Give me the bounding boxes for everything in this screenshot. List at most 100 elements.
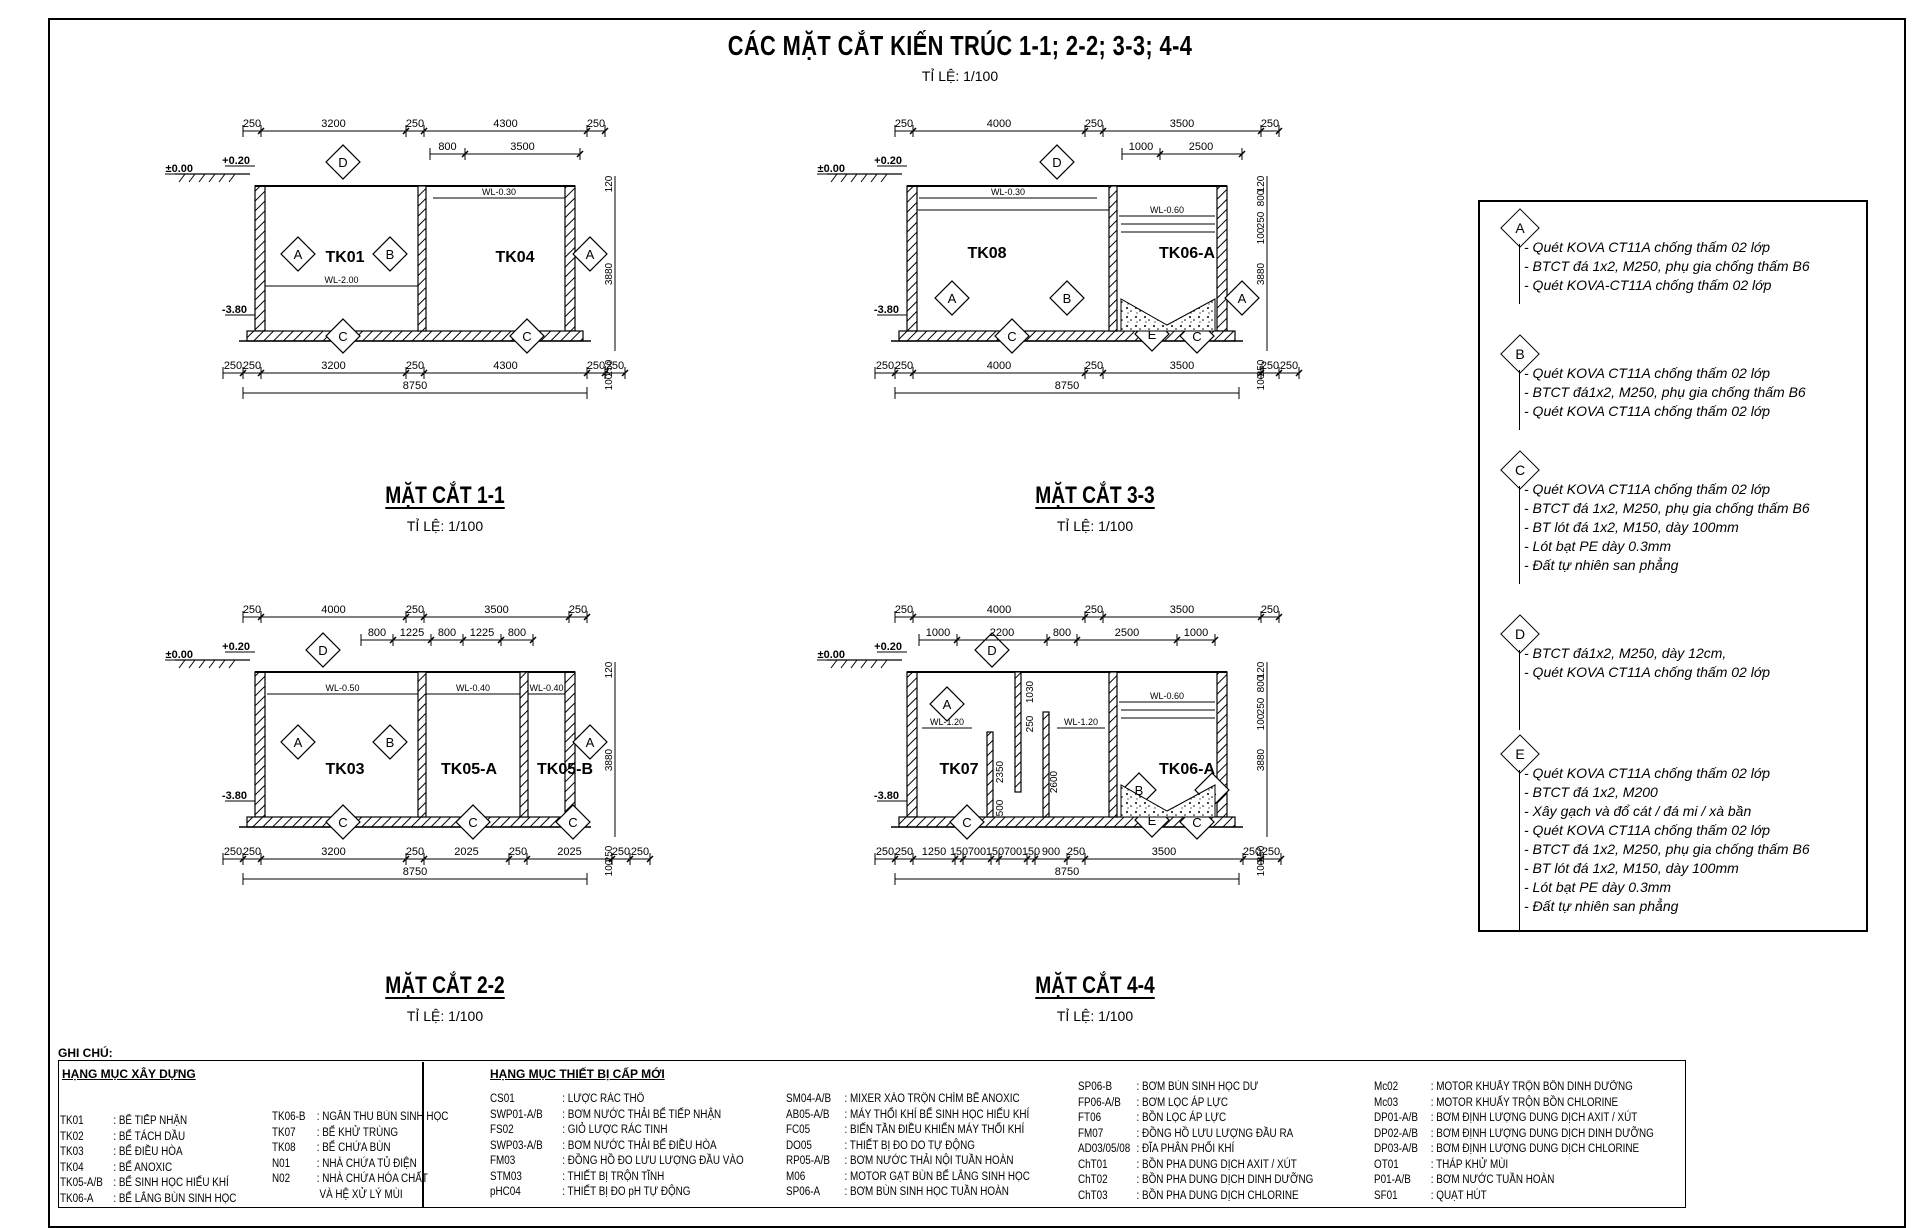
marker-letter: B bbox=[386, 735, 395, 750]
construction-item: TK08: BỂ CHỨA BÙN bbox=[272, 1142, 391, 1154]
level-label: -3.80 bbox=[874, 304, 899, 316]
equipment-item: CS01: LƯỢC RÁC THÔ bbox=[490, 1093, 645, 1105]
dimension-label: 100 bbox=[604, 373, 615, 390]
dimension-tick bbox=[583, 127, 591, 135]
dimension-label: 800 bbox=[1256, 189, 1267, 206]
material-marker-b: B bbox=[372, 236, 408, 272]
dimension-label: 250 bbox=[604, 845, 615, 862]
ground-hatch bbox=[208, 173, 216, 183]
material-marker-a: A bbox=[280, 724, 316, 760]
dimension-label: 250 bbox=[876, 360, 894, 372]
material-marker-c: C bbox=[455, 804, 491, 840]
dimension-tick bbox=[402, 855, 410, 863]
dimension-label: 3500 bbox=[1170, 604, 1194, 616]
dimension-tick bbox=[565, 613, 573, 621]
dimension-tick bbox=[420, 855, 428, 863]
construction-item: VÀ HỆ XỬ LÝ MÙI bbox=[316, 1188, 403, 1201]
ground-hatch bbox=[860, 173, 868, 183]
section-scale-1-1: TỈ LỆ: 1/100 bbox=[406, 518, 484, 534]
level-label: ±0.00 bbox=[166, 649, 193, 661]
dimension-label: 100 bbox=[1256, 373, 1267, 390]
ground-hatch bbox=[188, 173, 196, 183]
dimension-tick bbox=[951, 855, 959, 863]
equipment-item: DO05: THIẾT BỊ ĐO DO TỰ ĐỘNG bbox=[786, 1139, 975, 1152]
dimension-tick bbox=[505, 855, 513, 863]
level-label: -3.80 bbox=[222, 304, 247, 316]
dimension-tick bbox=[1081, 855, 1089, 863]
dimension-tick bbox=[1099, 613, 1107, 621]
dimension-label: 250 bbox=[1261, 360, 1279, 372]
dimension-label: 250 bbox=[406, 604, 424, 616]
dimension-label: 700 bbox=[1004, 846, 1022, 858]
outer-wall bbox=[254, 185, 266, 332]
dimension-tick bbox=[1081, 613, 1089, 621]
equipment-item: STM03: THIẾT BỊ TRỘN TĨNH bbox=[490, 1170, 665, 1183]
dimension-label: 250 bbox=[1261, 118, 1279, 130]
dimension-label: 250 bbox=[1280, 360, 1298, 372]
dimension-tick bbox=[461, 150, 469, 158]
ground-hatch bbox=[880, 173, 888, 183]
dimension-tick bbox=[1238, 150, 1246, 158]
equipment-item: SWP03-A/B: BƠM NƯỚC THẢI BỂ ĐIỀU HÒA bbox=[490, 1139, 717, 1152]
marker-letter: C bbox=[1007, 329, 1016, 344]
dimension-tick bbox=[402, 613, 410, 621]
equipment-heading: HẠNG MỤC THIẾT BỊ CẤP MỚI bbox=[490, 1067, 665, 1081]
equipment-item: Mc02: MOTOR KHUẤY TRỘN BỒN DINH DƯỠNG bbox=[1374, 1081, 1633, 1093]
ground-hatch bbox=[228, 173, 236, 183]
dimension-label: 1000 bbox=[926, 627, 950, 639]
dimension-label: 250 bbox=[876, 846, 894, 858]
ground-hatch bbox=[880, 659, 888, 669]
dimension-label: 800 bbox=[368, 627, 386, 639]
dimension-tick bbox=[646, 855, 654, 863]
dimension-tick bbox=[1031, 855, 1039, 863]
dimension-label: 2025 bbox=[557, 846, 581, 858]
equipment-item: Mc03: MOTOR KHUẤY TRỘN BỒN CHLORINE bbox=[1374, 1096, 1619, 1109]
material-marker-b: B bbox=[1049, 280, 1085, 316]
dimension-label: 3500 bbox=[484, 604, 508, 616]
marker-letter: A bbox=[294, 735, 303, 750]
tank-label: TK08 bbox=[967, 245, 1006, 262]
equipment-item: ChT01: BỒN PHA DUNG DỊCH AXIT / XÚT bbox=[1078, 1158, 1297, 1171]
dimension-tick bbox=[626, 855, 634, 863]
dimension-label: 250 bbox=[587, 118, 605, 130]
dimension-tick bbox=[1156, 150, 1164, 158]
dimension-label: 800 bbox=[1256, 675, 1267, 692]
dimension-label: 150 bbox=[986, 846, 1004, 858]
ground-hatch bbox=[178, 659, 186, 669]
legend-items-d: - BTCT đá1x2, M250, dày 12cm,- Quét KOVA… bbox=[1524, 645, 1771, 680]
equipment-item: OT01: THÁP KHỬ MÙI bbox=[1374, 1158, 1509, 1171]
dimension-label: 2500 bbox=[1115, 627, 1139, 639]
dimension-label: 2200 bbox=[990, 627, 1014, 639]
marker-letter: C bbox=[468, 815, 477, 830]
dimension-tick bbox=[1081, 127, 1089, 135]
dimension-tick bbox=[995, 855, 1003, 863]
construction-item: TK05-A/B: BỂ SINH HỌC HIẾU KHÍ bbox=[60, 1177, 229, 1189]
dimension-label: 800 bbox=[508, 627, 526, 639]
dimension-tick bbox=[1073, 636, 1081, 644]
material-marker-c: C bbox=[994, 318, 1030, 354]
material-marker-c: C bbox=[949, 804, 985, 840]
section-scale-2-2: TỈ LỆ: 1/100 bbox=[406, 1008, 484, 1024]
dimension-label: 120 bbox=[604, 175, 615, 192]
equipment-item: FP06-A/B: BƠM LỌC ÁP LỰC bbox=[1078, 1096, 1228, 1109]
dimension-label: 250 bbox=[895, 118, 913, 130]
equipment-item: FT06: BỒN LỌC ÁP LỰC bbox=[1078, 1112, 1227, 1124]
dimension-label: 250 bbox=[243, 846, 261, 858]
dimension-tick bbox=[420, 127, 428, 135]
level-label: +0.20 bbox=[222, 155, 250, 167]
dimension-tick bbox=[1257, 127, 1265, 135]
section-title-1-1: MẶT CẮT 1-1 bbox=[385, 482, 505, 509]
dimension-label: 3880 bbox=[604, 262, 615, 285]
section-title-2-2: MẶT CẮT 2-2 bbox=[385, 972, 505, 999]
legend-items-c: - Quét KOVA CT11A chống thấm 02 lớp- BTC… bbox=[1524, 481, 1810, 573]
dimension-label: 250 bbox=[243, 360, 261, 372]
tank-label: TK01 bbox=[325, 249, 364, 266]
baffle-wall bbox=[1042, 711, 1050, 818]
baffle-wall bbox=[1014, 671, 1022, 793]
notes-heading: GHI CHÚ: bbox=[58, 1046, 113, 1060]
marker-letter: C bbox=[1192, 815, 1201, 830]
ground-hatch bbox=[228, 659, 236, 669]
section-title-3-3: MẶT CẮT 3-3 bbox=[1035, 482, 1155, 509]
ground-hatch bbox=[850, 173, 858, 183]
